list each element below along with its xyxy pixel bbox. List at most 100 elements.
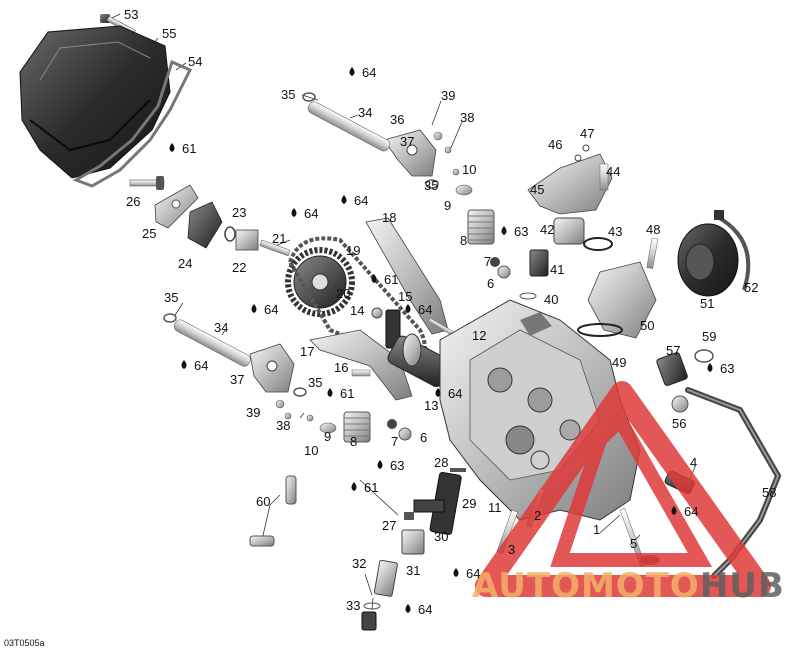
part-label-52: 52 bbox=[744, 280, 758, 295]
part-label-49: 49 bbox=[612, 355, 626, 370]
gasket-54 bbox=[72, 59, 193, 188]
part-label-53: 53 bbox=[124, 7, 138, 22]
pin-16 bbox=[351, 369, 371, 377]
part-number: 35 bbox=[164, 290, 178, 305]
part-label-9a: 9 bbox=[444, 198, 451, 213]
part-label-37a: 37 bbox=[400, 134, 414, 149]
part-number: 9 bbox=[444, 198, 451, 213]
part-number: 29 bbox=[462, 496, 476, 511]
oil-drop-icon bbox=[291, 208, 297, 217]
o-rings-35 bbox=[163, 92, 439, 397]
part-30 bbox=[401, 529, 425, 555]
part-number: 64 bbox=[354, 193, 368, 208]
part-number: 44 bbox=[606, 164, 620, 179]
part-number: 51 bbox=[700, 296, 714, 311]
part-label-12: 12 bbox=[472, 328, 486, 343]
part-label-31: 31 bbox=[406, 563, 420, 578]
watermark-text-hub: HUB bbox=[699, 566, 785, 606]
bolt-26 bbox=[129, 176, 165, 190]
part-number: 19 bbox=[346, 243, 360, 258]
part-number: 57 bbox=[666, 343, 680, 358]
part-label-20: 20 bbox=[336, 286, 350, 301]
part-label-48: 48 bbox=[646, 222, 660, 237]
part-label-1: 1 bbox=[593, 522, 600, 537]
part-label-35b: 35 bbox=[424, 178, 438, 193]
part-number: 39 bbox=[441, 88, 455, 103]
part-number: 35 bbox=[424, 178, 438, 193]
part-number: 27 bbox=[382, 518, 396, 533]
part-number: 43 bbox=[608, 224, 622, 239]
watermark-logo bbox=[475, 381, 771, 597]
part-number: 4 bbox=[690, 455, 697, 470]
part-number: 64 bbox=[448, 386, 462, 401]
part-number: 63 bbox=[514, 224, 528, 239]
sensor-57 bbox=[656, 349, 714, 413]
oil-drop-icon bbox=[671, 506, 677, 515]
part-number: 18 bbox=[382, 210, 396, 225]
part-number: 40 bbox=[544, 292, 558, 307]
part-number: 11 bbox=[488, 500, 502, 515]
part-number: 22 bbox=[232, 260, 246, 275]
part-label-54: 54 bbox=[188, 54, 202, 69]
part-label-64g: 64 bbox=[435, 386, 462, 401]
part-label-61a: 61 bbox=[169, 141, 196, 156]
part-label-64a: 64 bbox=[349, 65, 376, 80]
part-label-26: 26 bbox=[126, 194, 140, 209]
part-number: 28 bbox=[434, 455, 448, 470]
part-number: 55 bbox=[162, 26, 176, 41]
part-number: 31 bbox=[406, 563, 420, 578]
oil-drop-icon bbox=[371, 274, 377, 283]
part-label-38b: 38 bbox=[276, 418, 290, 433]
part-number: 52 bbox=[744, 280, 758, 295]
oil-drop-icon bbox=[341, 195, 347, 204]
part-label-37b: 37 bbox=[230, 372, 244, 387]
part-label-18: 18 bbox=[382, 210, 396, 225]
rocker-arm-37 bbox=[249, 343, 295, 393]
part-number: 64 bbox=[418, 602, 432, 617]
part-label-41: 41 bbox=[550, 262, 564, 277]
part-number: 6 bbox=[420, 430, 427, 445]
part-label-22: 22 bbox=[232, 260, 246, 275]
part-number: 9 bbox=[324, 429, 331, 444]
part-label-27: 27 bbox=[382, 518, 396, 533]
part-label-29: 29 bbox=[462, 496, 476, 511]
part-number: 16 bbox=[334, 360, 348, 375]
part-label-15: 15 bbox=[398, 289, 412, 304]
part-number: 61 bbox=[364, 480, 378, 495]
plug-28 bbox=[450, 468, 466, 472]
part-number: 25 bbox=[142, 226, 156, 241]
part-label-13: 13 bbox=[424, 398, 438, 413]
part-label-51: 51 bbox=[700, 296, 714, 311]
oil-drop-icon bbox=[181, 360, 187, 369]
part-label-45: 45 bbox=[530, 182, 544, 197]
bolt-33 bbox=[361, 602, 381, 631]
part-label-35c: 35 bbox=[164, 290, 178, 305]
part-label-61b: 61 bbox=[371, 272, 398, 287]
part-label-58: 58 bbox=[762, 485, 776, 500]
rocker-shaft-34a bbox=[307, 101, 391, 152]
valve-spring-8b bbox=[343, 411, 371, 443]
part-label-11: 11 bbox=[488, 500, 502, 515]
intake-boot-51 bbox=[677, 223, 739, 297]
part-number: 38 bbox=[276, 418, 290, 433]
part-number: 3 bbox=[508, 542, 515, 557]
part-number: 10 bbox=[462, 162, 476, 177]
watermark-text: AUTOMOTOHUB bbox=[472, 566, 785, 606]
part-label-21: 21 bbox=[272, 231, 286, 246]
thermostat-housing-45 bbox=[527, 144, 613, 215]
part-label-7b: 7 bbox=[391, 434, 398, 449]
part-number: 47 bbox=[580, 126, 594, 141]
intake-manifold-50 bbox=[577, 261, 657, 339]
part-label-64b: 64 bbox=[341, 193, 368, 208]
part-label-56: 56 bbox=[672, 416, 686, 431]
retainers-9 bbox=[319, 184, 473, 434]
part-number: 21 bbox=[272, 231, 286, 246]
part-number: 10 bbox=[304, 443, 318, 458]
part-number: 30 bbox=[434, 529, 448, 544]
part-label-63c: 63 bbox=[377, 458, 404, 473]
thermostat-42 bbox=[553, 217, 613, 251]
part-label-17: 17 bbox=[300, 344, 314, 359]
part-number: 64 bbox=[684, 504, 698, 519]
